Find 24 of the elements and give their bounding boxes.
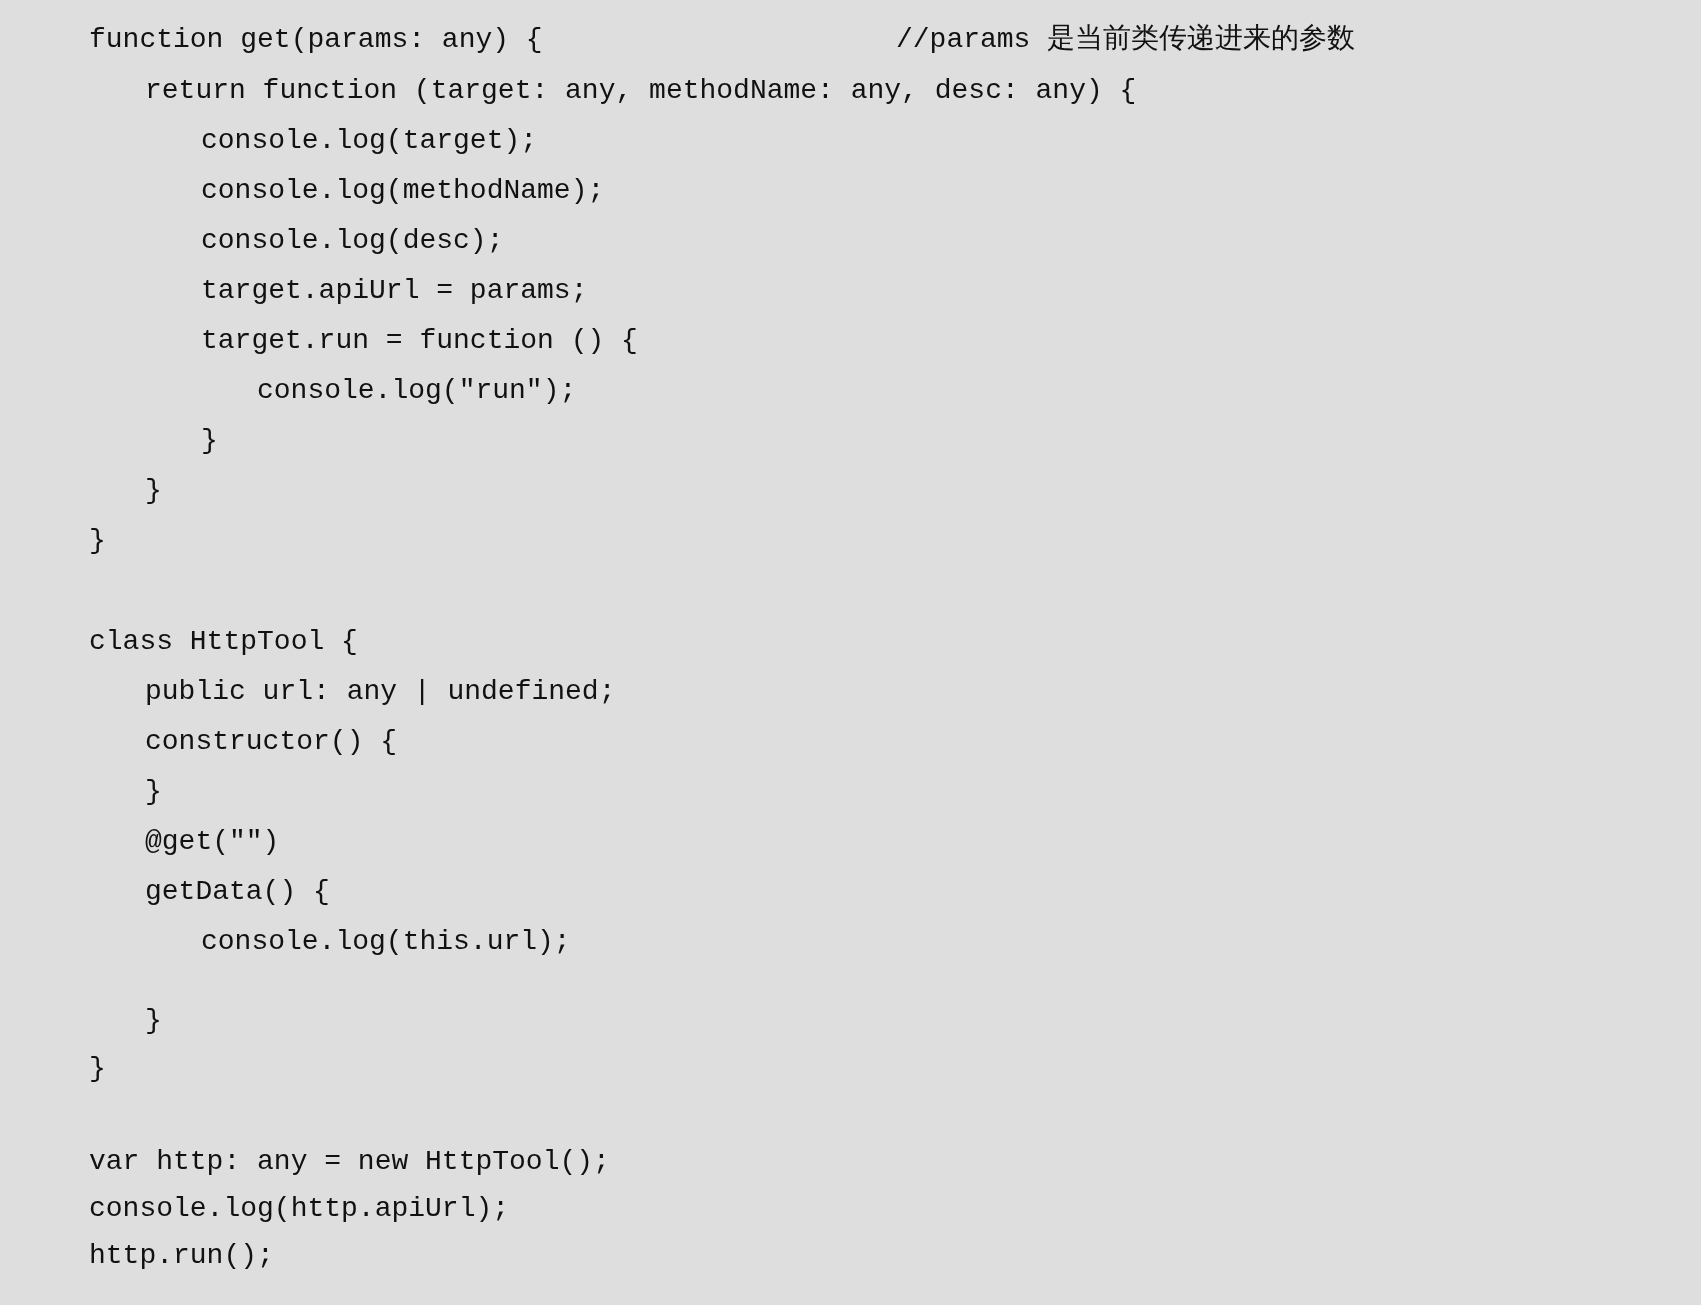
code-line: getData() { xyxy=(145,875,330,909)
code-line: target.apiUrl = params; xyxy=(201,274,588,308)
code-line: public url: any | undefined; xyxy=(145,675,616,709)
code-comment: //params 是当前类传递进来的参数 xyxy=(896,23,1356,57)
code-line: } xyxy=(89,1052,106,1086)
code-line: console.log(target); xyxy=(201,124,538,158)
code-line: function get(params: any) { xyxy=(89,23,543,57)
code-line: console.log(methodName); xyxy=(201,174,605,208)
code-line: console.log(desc); xyxy=(201,224,504,258)
code-line: } xyxy=(89,524,106,558)
code-line: target.run = function () { xyxy=(201,324,638,358)
code-line: } xyxy=(145,1004,162,1038)
code-line: class HttpTool { xyxy=(89,625,358,659)
code-line: console.log(this.url); xyxy=(201,925,571,959)
code-line: console.log("run"); xyxy=(257,374,577,408)
code-line: console.log(http.apiUrl); xyxy=(89,1192,510,1226)
code-line: } xyxy=(145,474,162,508)
code-line: constructor() { xyxy=(145,725,398,759)
code-line: return function (target: any, methodName: any, desc: any) { xyxy=(145,74,1137,108)
code-line: var http: any = new HttpTool(); xyxy=(89,1145,610,1179)
code-line: @get("") xyxy=(145,825,280,859)
code-line: } xyxy=(145,775,162,809)
code-line: } xyxy=(201,424,218,458)
code-line: http.run(); xyxy=(89,1239,274,1273)
